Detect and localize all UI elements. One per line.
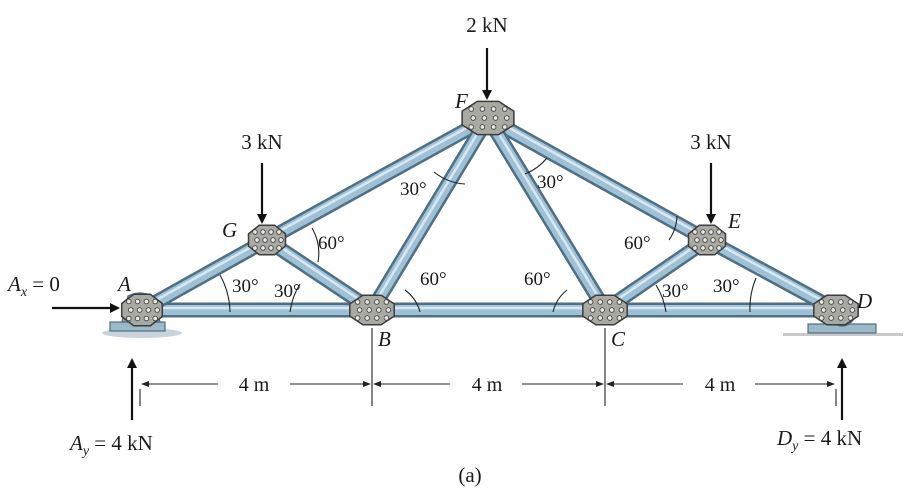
- node-label-c: C: [611, 327, 626, 351]
- gusset-d: [813, 294, 859, 326]
- gusset-b: [349, 294, 395, 326]
- reaction-label-dy: Dy = 4 kN: [776, 426, 862, 454]
- figure-caption: (a): [458, 463, 481, 487]
- node-label-a: A: [116, 272, 131, 296]
- member-bf: [364, 110, 496, 318]
- member-gf: [259, 110, 496, 248]
- member-ab: [134, 302, 380, 318]
- member-fc: [480, 110, 613, 318]
- angle-label-d-30: 30°: [713, 276, 740, 297]
- node-label-f: F: [454, 89, 468, 113]
- dimension-label-ab: 4 m: [239, 374, 270, 396]
- gusset-g: [247, 224, 287, 256]
- gusset-e: [687, 224, 727, 256]
- angle-label-c-60: 60°: [524, 269, 551, 290]
- truss-members: [134, 110, 844, 318]
- angle-label-b-60: 60°: [420, 269, 447, 290]
- node-label-e: E: [727, 209, 741, 233]
- dimension-label-cd: 4 m: [705, 374, 736, 396]
- node-label-g: G: [222, 218, 237, 242]
- angle-label-e-60: 60°: [624, 233, 651, 254]
- load-label-e: 3 kN: [690, 130, 731, 154]
- member-cd: [597, 302, 844, 318]
- dimension-label-bc: 4 m: [472, 374, 503, 396]
- angle-label-f-right-30: 30°: [537, 172, 564, 193]
- angle-label-a-30: 30°: [232, 276, 259, 297]
- node-label-b: B: [378, 327, 391, 351]
- gusset-a: [120, 293, 164, 327]
- member-ce: [597, 232, 715, 318]
- reaction-label-ax: Ax = 0: [6, 272, 60, 300]
- load-label-g: 3 kN: [241, 130, 282, 154]
- angle-label-g-60: 60°: [318, 233, 345, 254]
- gusset-f: [461, 100, 515, 136]
- member-ag: [134, 232, 275, 318]
- reaction-label-ay: Ay = 4 kN: [68, 431, 153, 459]
- angle-label-f-left-30: 30°: [400, 179, 427, 200]
- member-bc: [364, 302, 613, 318]
- member-ed: [699, 232, 844, 318]
- angle-arcs: [219, 157, 757, 313]
- member-gb: [259, 232, 380, 318]
- gusset-plates: [120, 100, 859, 327]
- dimension-line: [139, 381, 837, 406]
- member-fe: [480, 110, 715, 248]
- angle-label-c-30: 30°: [662, 281, 689, 302]
- angle-label-b-30: 30°: [274, 281, 301, 302]
- load-label-f: 2 kN: [466, 13, 507, 37]
- gusset-c: [582, 294, 628, 326]
- node-label-d: D: [856, 289, 872, 313]
